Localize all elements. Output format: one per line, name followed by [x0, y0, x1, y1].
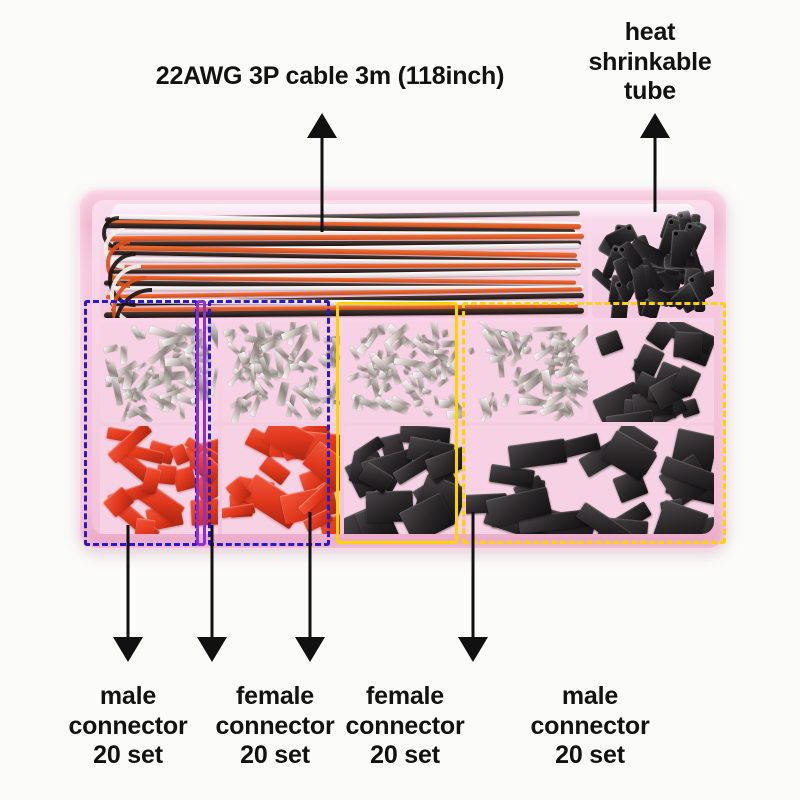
crimp-terminal — [210, 368, 218, 396]
connector-housing-black — [595, 330, 624, 357]
crimp-terminal — [201, 366, 212, 376]
heat-shrink-pile — [592, 206, 714, 318]
connector-housing-black — [507, 438, 568, 471]
connector-housing-black — [672, 330, 703, 359]
crimp-terminal — [105, 383, 112, 388]
compartment-male-terminals-a — [100, 322, 218, 422]
crimp-terminal — [523, 347, 532, 356]
arrow-female-connector-1 — [197, 525, 227, 662]
crimp-terminal — [468, 347, 476, 355]
compartment-female-terminals-a — [344, 322, 462, 422]
compartment-cable-tray — [100, 206, 588, 318]
crimp-terminal — [429, 322, 440, 340]
crimp-terminal — [534, 326, 563, 331]
crimp-terminal — [408, 349, 418, 359]
cable-bundle — [100, 206, 588, 318]
crimp-terminal — [310, 322, 320, 342]
crimp-terminal — [179, 402, 186, 419]
compartment-male-housings-red — [100, 426, 218, 534]
crimp-terminal — [206, 322, 218, 353]
organizer-case — [78, 188, 728, 550]
crimp-terminal — [346, 372, 361, 383]
case-interior — [92, 200, 714, 534]
crimp-terminal — [238, 324, 250, 336]
crimp-terminal — [519, 334, 532, 343]
compartment-heat-shrink-tray — [592, 206, 714, 318]
crimp-terminal — [440, 329, 449, 338]
annotation-label-male-connector-1: male connector 20 set — [68, 682, 188, 769]
crimp-terminal — [510, 379, 519, 387]
compartment-black-housings-upper — [592, 322, 714, 422]
crimp-terminal — [440, 361, 447, 380]
arrow-male-connector-2 — [458, 512, 488, 662]
crimp-terminal — [250, 394, 263, 417]
crimp-terminal — [288, 353, 297, 361]
crimp-terminal — [423, 406, 434, 418]
annotation-label-female-connector-1: female connector 20 set — [215, 682, 335, 769]
compartment-male-housings-black — [466, 426, 714, 534]
compartment-female-housings-black — [344, 426, 462, 534]
arrow-tube — [640, 113, 670, 212]
crimp-terminal — [164, 362, 172, 388]
arrow-female-connector-2 — [295, 512, 325, 662]
compartment-female-terminals-b — [466, 322, 588, 422]
annotation-label-cable: 22AWG 3P cable 3m (118inch) — [155, 62, 505, 90]
crimp-terminal — [501, 393, 510, 407]
arrow-cable — [307, 113, 337, 232]
crimp-terminal — [360, 338, 367, 344]
annotation-label-male-connector-2: male connector 20 set — [530, 682, 650, 769]
arrow-male-connector-1 — [113, 525, 143, 662]
crimp-terminal — [263, 322, 272, 337]
annotation-label-female-connector-2: female connector 20 set — [345, 682, 465, 769]
compartment-female-housings-red — [222, 426, 340, 534]
crimp-terminal — [132, 390, 142, 401]
heat-shrink-tube — [670, 229, 689, 269]
crimp-terminal — [571, 323, 588, 348]
crimp-terminal — [540, 342, 547, 351]
crimp-terminal — [441, 340, 456, 348]
annotation-label-heat-shrink-tube: heat shrinkable tube — [588, 18, 712, 105]
crimp-terminal — [519, 410, 538, 416]
compartment-male-terminals-b — [222, 322, 340, 422]
crimp-terminal — [103, 344, 119, 354]
crimp-terminal — [120, 345, 128, 365]
crimp-terminal — [413, 399, 424, 408]
